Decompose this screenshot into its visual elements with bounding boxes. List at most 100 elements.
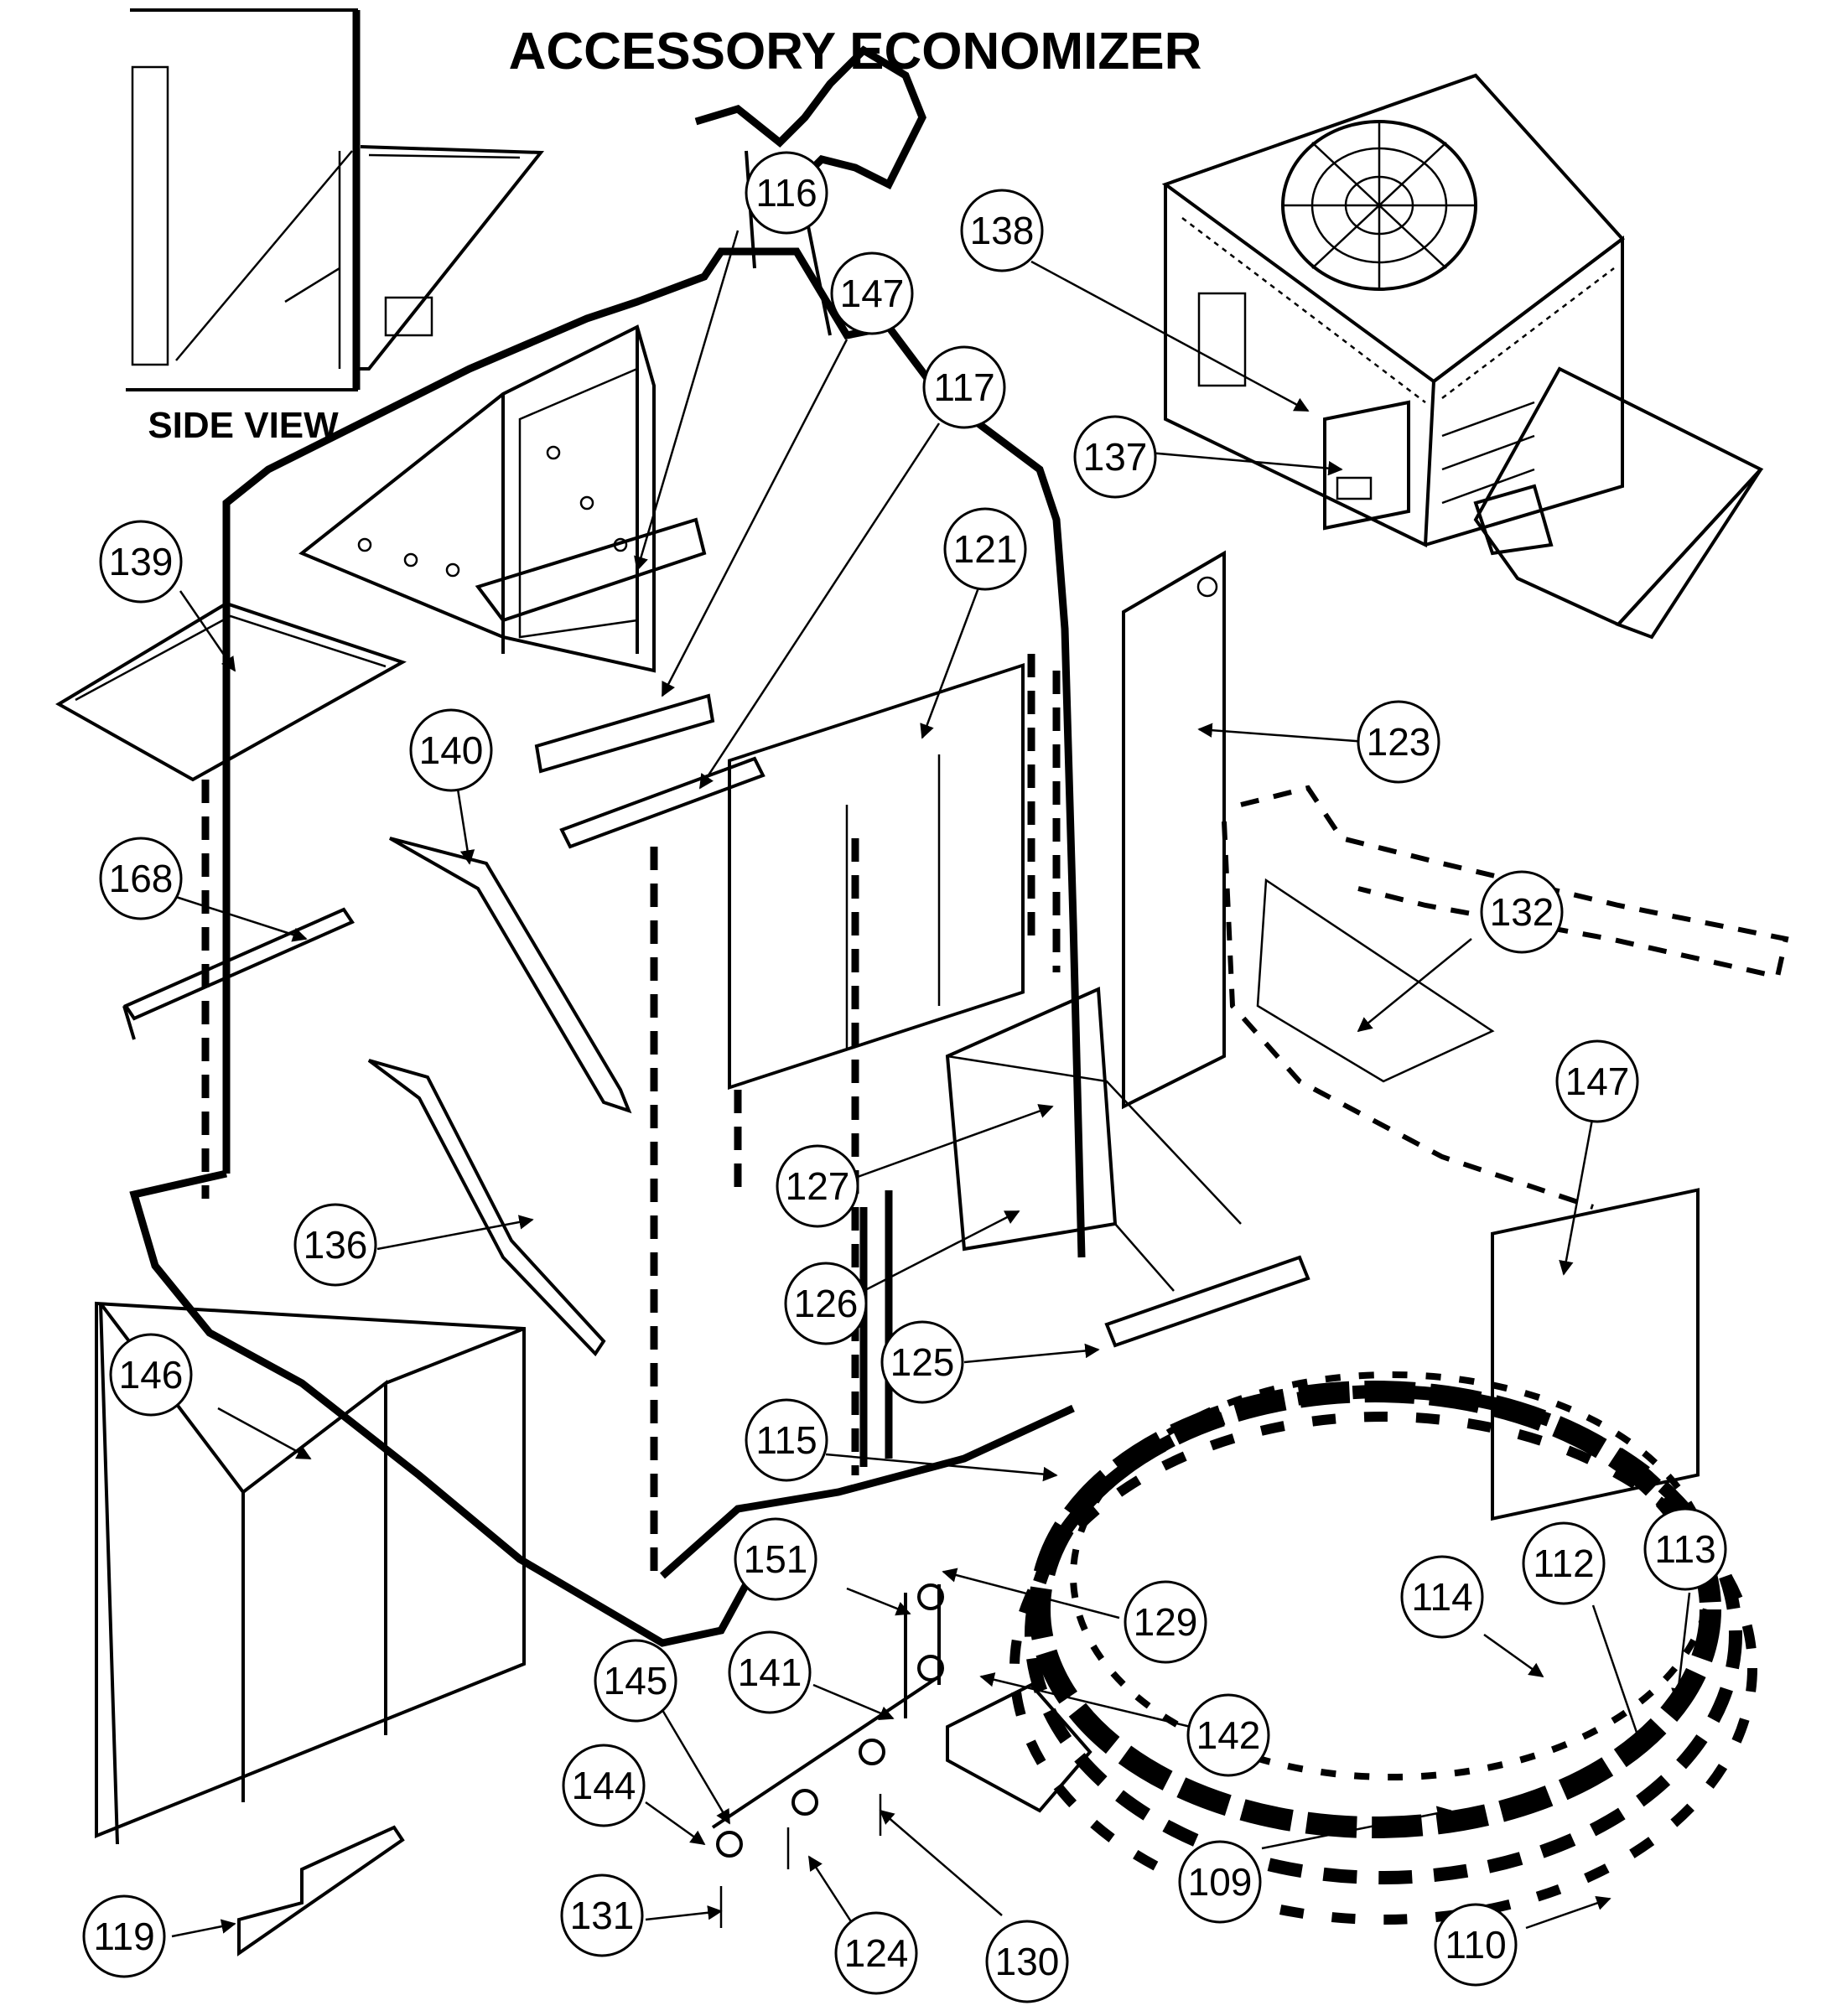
economizer-hood	[129, 45, 1086, 1647]
callout-110: 110	[1434, 1903, 1518, 1987]
callout-number: 144	[572, 1764, 636, 1807]
callout-circle	[99, 520, 183, 604]
callout-145: 145	[594, 1639, 677, 1723]
callout-number: 142	[1196, 1713, 1261, 1757]
callout-circle	[1480, 870, 1564, 954]
callout-number: 139	[109, 540, 174, 583]
callout-137: 137	[1073, 415, 1157, 499]
callout-number: 112	[1533, 1542, 1594, 1585]
callout-circle	[109, 1333, 193, 1417]
callout-circle	[594, 1639, 677, 1723]
panel-123	[1122, 550, 1226, 1110]
economizer-ring	[1009, 1371, 1757, 1925]
callout-126: 126	[784, 1262, 868, 1345]
callout-circle	[1522, 1521, 1606, 1605]
side-view-panel	[131, 65, 169, 366]
strip-117b	[559, 756, 765, 849]
callout-number: 110	[1445, 1923, 1506, 1967]
callout-number: 138	[970, 209, 1035, 252]
callout-130: 130	[985, 1920, 1069, 2003]
callout-circle	[922, 345, 1006, 429]
callout-circle	[99, 837, 183, 920]
control-panel-137	[1323, 400, 1410, 531]
callout-number: 119	[93, 1915, 154, 1958]
callout-number: 115	[755, 1418, 817, 1462]
callout-bubbles: 116 147 117 138 137 121 139 140 123 168 132 147 136 1…	[82, 151, 1727, 2003]
callout-number: 117	[933, 365, 994, 409]
callout-circle	[1186, 1693, 1270, 1777]
callout-number: 151	[744, 1537, 808, 1581]
callout-circle	[1434, 1903, 1518, 1987]
callout-113: 113	[1643, 1507, 1727, 1591]
diagram-title: ACCESSORY ECONOMIZER	[509, 23, 1202, 80]
callout-124: 124	[834, 1911, 918, 1995]
callout-number: 136	[304, 1223, 368, 1267]
callout-117: 117	[922, 345, 1006, 429]
callout-number: 121	[953, 527, 1018, 571]
callout-number: 125	[890, 1340, 955, 1384]
callout-number: 147	[840, 272, 905, 315]
callout-125: 125	[880, 1320, 964, 1404]
callout-circle	[1124, 1580, 1207, 1664]
callout-115: 115	[745, 1398, 828, 1482]
callout-number: 126	[794, 1282, 859, 1325]
rooftop-unit	[1161, 73, 1764, 640]
callout-circle	[784, 1262, 868, 1345]
callout-number: 124	[844, 1931, 909, 1975]
callout-number: 129	[1134, 1600, 1198, 1644]
callout-144: 144	[562, 1744, 646, 1827]
callout-123: 123	[1357, 700, 1440, 784]
strip-117	[534, 693, 715, 774]
side-view-label: SIDE VIEW	[148, 405, 339, 446]
filter-rack	[728, 654, 1061, 1090]
callout-circle	[985, 1920, 1069, 2003]
barometric-relief-132	[1222, 785, 1789, 1210]
callout-number: 141	[738, 1651, 802, 1694]
callout-119: 119	[82, 1894, 166, 1978]
callout-circle	[960, 189, 1044, 272]
callout-147: 147	[830, 251, 914, 335]
leader-lines	[171, 230, 1691, 1938]
callout-circle	[560, 1873, 644, 1957]
callout-circle	[1643, 1507, 1727, 1591]
panel-139	[55, 601, 407, 782]
callout-number: 127	[786, 1164, 850, 1208]
callout-circle	[734, 1517, 817, 1601]
callout-number: 132	[1490, 890, 1554, 934]
filter-147	[1491, 1188, 1700, 1521]
callout-circle	[728, 1630, 812, 1714]
side-view-inset: SIDE VIEW	[126, 8, 545, 446]
callout-129: 129	[1124, 1580, 1207, 1664]
callout-circle	[293, 1203, 377, 1287]
callout-number: 140	[419, 728, 484, 772]
callout-circle	[745, 1398, 828, 1482]
callout-168: 168	[99, 837, 183, 920]
callout-number: 145	[604, 1659, 668, 1702]
callout-112: 112	[1522, 1521, 1606, 1605]
callout-136: 136	[293, 1203, 377, 1287]
callout-number: 137	[1083, 435, 1148, 479]
callout-131: 131	[560, 1873, 644, 1957]
callout-number: 131	[570, 1894, 635, 1937]
callout-circle	[880, 1320, 964, 1404]
callout-138: 138	[960, 189, 1044, 272]
callout-109: 109	[1178, 1840, 1262, 1924]
callout-114: 114	[1400, 1555, 1484, 1639]
gasket-119	[237, 1825, 405, 1956]
outdoor-hood-on-unit	[1473, 366, 1764, 627]
bracket-140	[389, 837, 632, 1114]
callout-circle	[830, 251, 914, 335]
callout-circle	[1400, 1555, 1484, 1639]
callout-number: 130	[995, 1940, 1060, 1983]
callout-circle	[745, 151, 828, 235]
callout-circle	[1073, 415, 1157, 499]
callout-number: 147	[1565, 1060, 1630, 1103]
callout-121: 121	[943, 507, 1027, 591]
callout-circle	[1178, 1840, 1262, 1924]
callout-147: 147	[1555, 1039, 1639, 1123]
control-box	[945, 987, 1118, 1252]
callout-number: 116	[755, 171, 817, 215]
callout-number: 113	[1654, 1527, 1715, 1571]
callout-146: 146	[109, 1333, 193, 1417]
